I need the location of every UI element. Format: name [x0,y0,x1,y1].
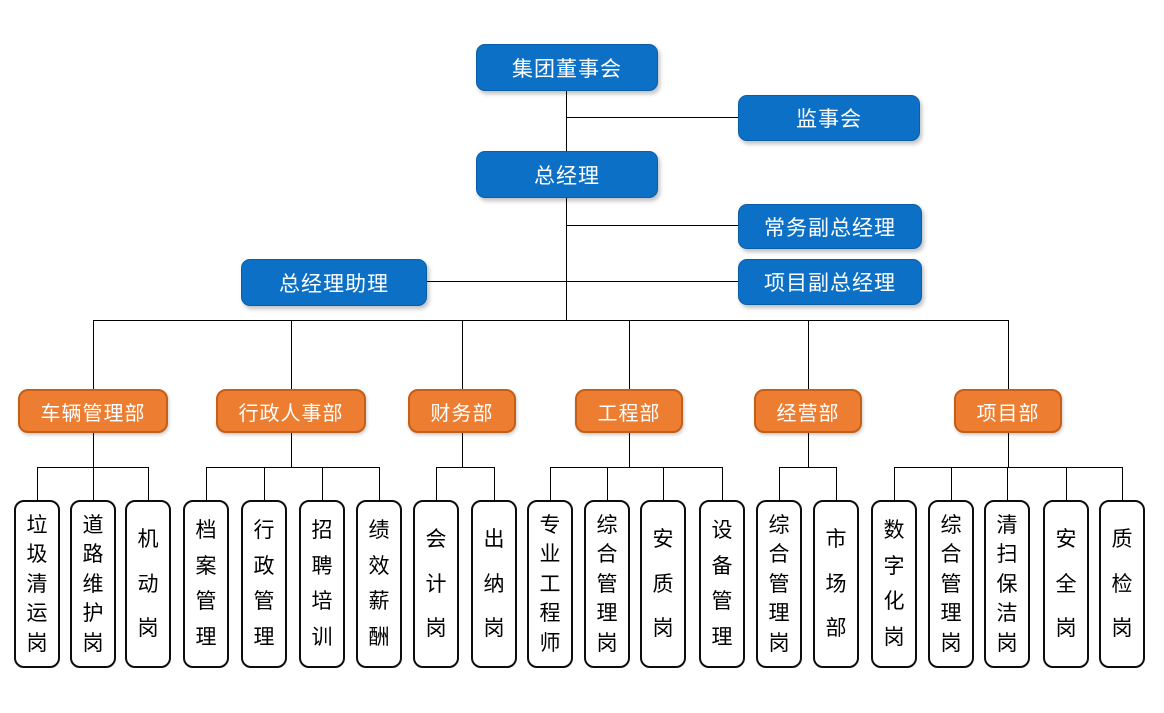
connector [462,320,463,389]
dept-node-finance: 财务部 [408,389,516,433]
connector [427,281,738,282]
position-node: 行政管理 [241,500,287,668]
connector [379,467,380,500]
connector [808,320,809,389]
connector [93,320,94,389]
connector [629,320,630,389]
connector [37,467,148,468]
connector [93,467,94,500]
connector [1122,467,1123,500]
connector [148,467,149,500]
connector [291,433,292,467]
connector [607,467,608,500]
position-node: 设备管理 [699,500,745,668]
position-node: 道路维护岗 [70,500,116,668]
position-node: 安质岗 [640,500,686,668]
position-node: 档案管理 [183,500,229,668]
connector [206,467,379,468]
node-board-of-directors: 集团董事会 [476,44,658,91]
connector [663,467,664,500]
position-node: 综合管理岗 [584,500,630,668]
connector [264,467,265,500]
connector [567,225,738,226]
connector [37,467,38,500]
dept-node-vehicle-management: 车辆管理部 [18,389,168,433]
connector [722,467,723,500]
position-node: 绩效薪酬 [356,500,402,668]
connector [1066,467,1067,500]
connector [436,467,494,468]
dept-node-project: 项目部 [954,389,1062,433]
position-node: 综合管理岗 [928,500,974,668]
connector [894,467,895,500]
position-node: 市场部 [813,500,859,668]
dept-node-operations: 经营部 [754,389,862,433]
position-node: 出纳岗 [471,500,517,668]
connector [291,320,292,389]
connector [322,467,323,500]
connector [779,467,836,468]
connector [462,433,463,467]
connector [550,467,551,500]
position-node: 安全岗 [1043,500,1089,668]
position-node: 清扫保洁岗 [984,500,1030,668]
connector [494,467,495,500]
position-node: 招聘培训 [299,500,345,668]
node-supervisory-board: 监事会 [738,95,920,141]
connector [1008,433,1009,467]
position-node: 综合管理岗 [756,500,802,668]
connector [808,433,809,467]
connector [836,467,837,500]
position-node: 机动岗 [125,500,171,668]
connector [206,467,207,500]
node-project-deputy-gm: 项目副总经理 [738,259,922,305]
position-node: 数字化岗 [871,500,917,668]
connector [550,467,722,468]
position-node: 会计岗 [413,500,459,668]
connector [629,433,630,467]
connector [93,433,94,467]
node-gm-assistant: 总经理助理 [241,259,427,306]
connector [1008,320,1009,389]
connector [779,467,780,500]
connector [567,117,738,118]
position-node: 专业工程师 [527,500,573,668]
position-node: 质检岗 [1099,500,1145,668]
connector [1007,467,1008,500]
dept-node-hr-admin: 行政人事部 [216,389,366,433]
dept-node-engineering: 工程部 [575,389,683,433]
connector [93,320,1008,321]
node-general-manager: 总经理 [476,151,658,198]
connector [436,467,437,500]
connector [894,467,1122,468]
position-node: 垃圾清运岗 [14,500,60,668]
node-exec-deputy-gm: 常务副总经理 [738,204,922,249]
connector [566,91,567,151]
connector [951,467,952,500]
connector [566,198,567,320]
